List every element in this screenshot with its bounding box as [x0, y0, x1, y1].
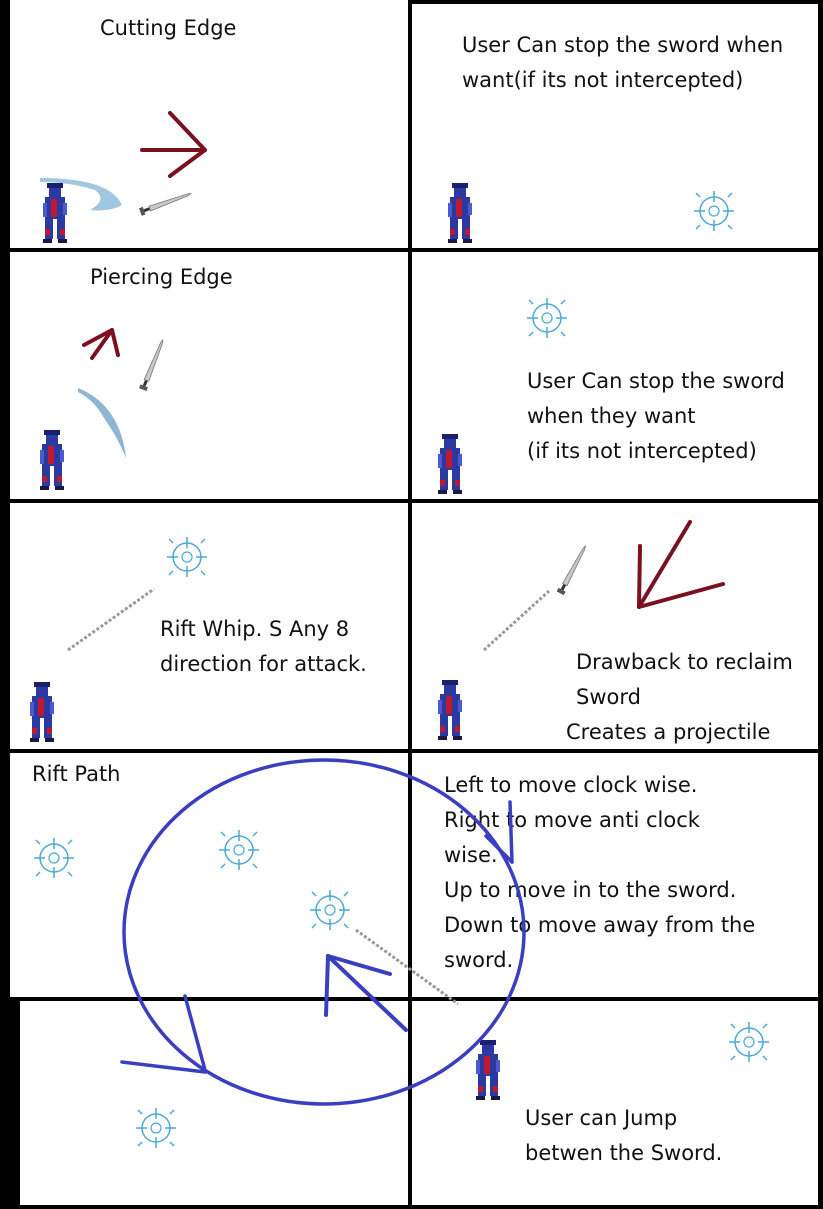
rift-path-controls-line-1: Left to move clock wise. — [444, 773, 698, 797]
drawback-line-3: Creates a projectile — [566, 720, 771, 744]
jump-line-2: betwen the Sword. — [525, 1141, 723, 1165]
panel-rift-path — [10, 753, 408, 997]
panel-piercing-edge-note — [412, 252, 818, 499]
rift-path-title: Rift Path — [32, 762, 121, 786]
rift-path-controls-line-6: sword. — [444, 948, 514, 972]
drawback-line-1: Drawback to reclaim — [576, 650, 793, 674]
cutting-edge-note-line-2: want(if its not intercepted) — [462, 68, 744, 92]
piercing-edge-note-line-1: User Can stop the sword — [527, 369, 785, 393]
piercing-edge-note-line-2: when they want — [527, 404, 696, 428]
rift-whip-line-2: direction for attack. — [160, 652, 367, 676]
panel-drawback — [412, 503, 818, 749]
rift-path-controls-line-2: Right to move anti clock — [444, 808, 700, 832]
rift-path-controls-line-5: Down to move away from the — [444, 913, 756, 937]
piercing-edge-note-line-3: (if its not intercepted) — [527, 439, 757, 463]
rift-path-controls-line-3: wise. — [444, 843, 498, 867]
panel-piercing-edge — [10, 252, 408, 499]
rift-path-controls-line-4: Up to move in to the sword. — [444, 878, 737, 902]
cutting-edge-title: Cutting Edge — [100, 16, 237, 40]
rift-whip-line-1: Rift Whip. S Any 8 — [160, 617, 350, 641]
cutting-edge-note-line-1: User Can stop the sword when — [462, 33, 784, 57]
panel-cutting-edge-note — [412, 4, 818, 248]
panel-jump-left — [20, 1001, 408, 1205]
jump-line-1: User can Jump — [525, 1106, 678, 1130]
piercing-edge-title: Piercing Edge — [90, 265, 233, 289]
drawback-line-2: Sword — [576, 685, 641, 709]
